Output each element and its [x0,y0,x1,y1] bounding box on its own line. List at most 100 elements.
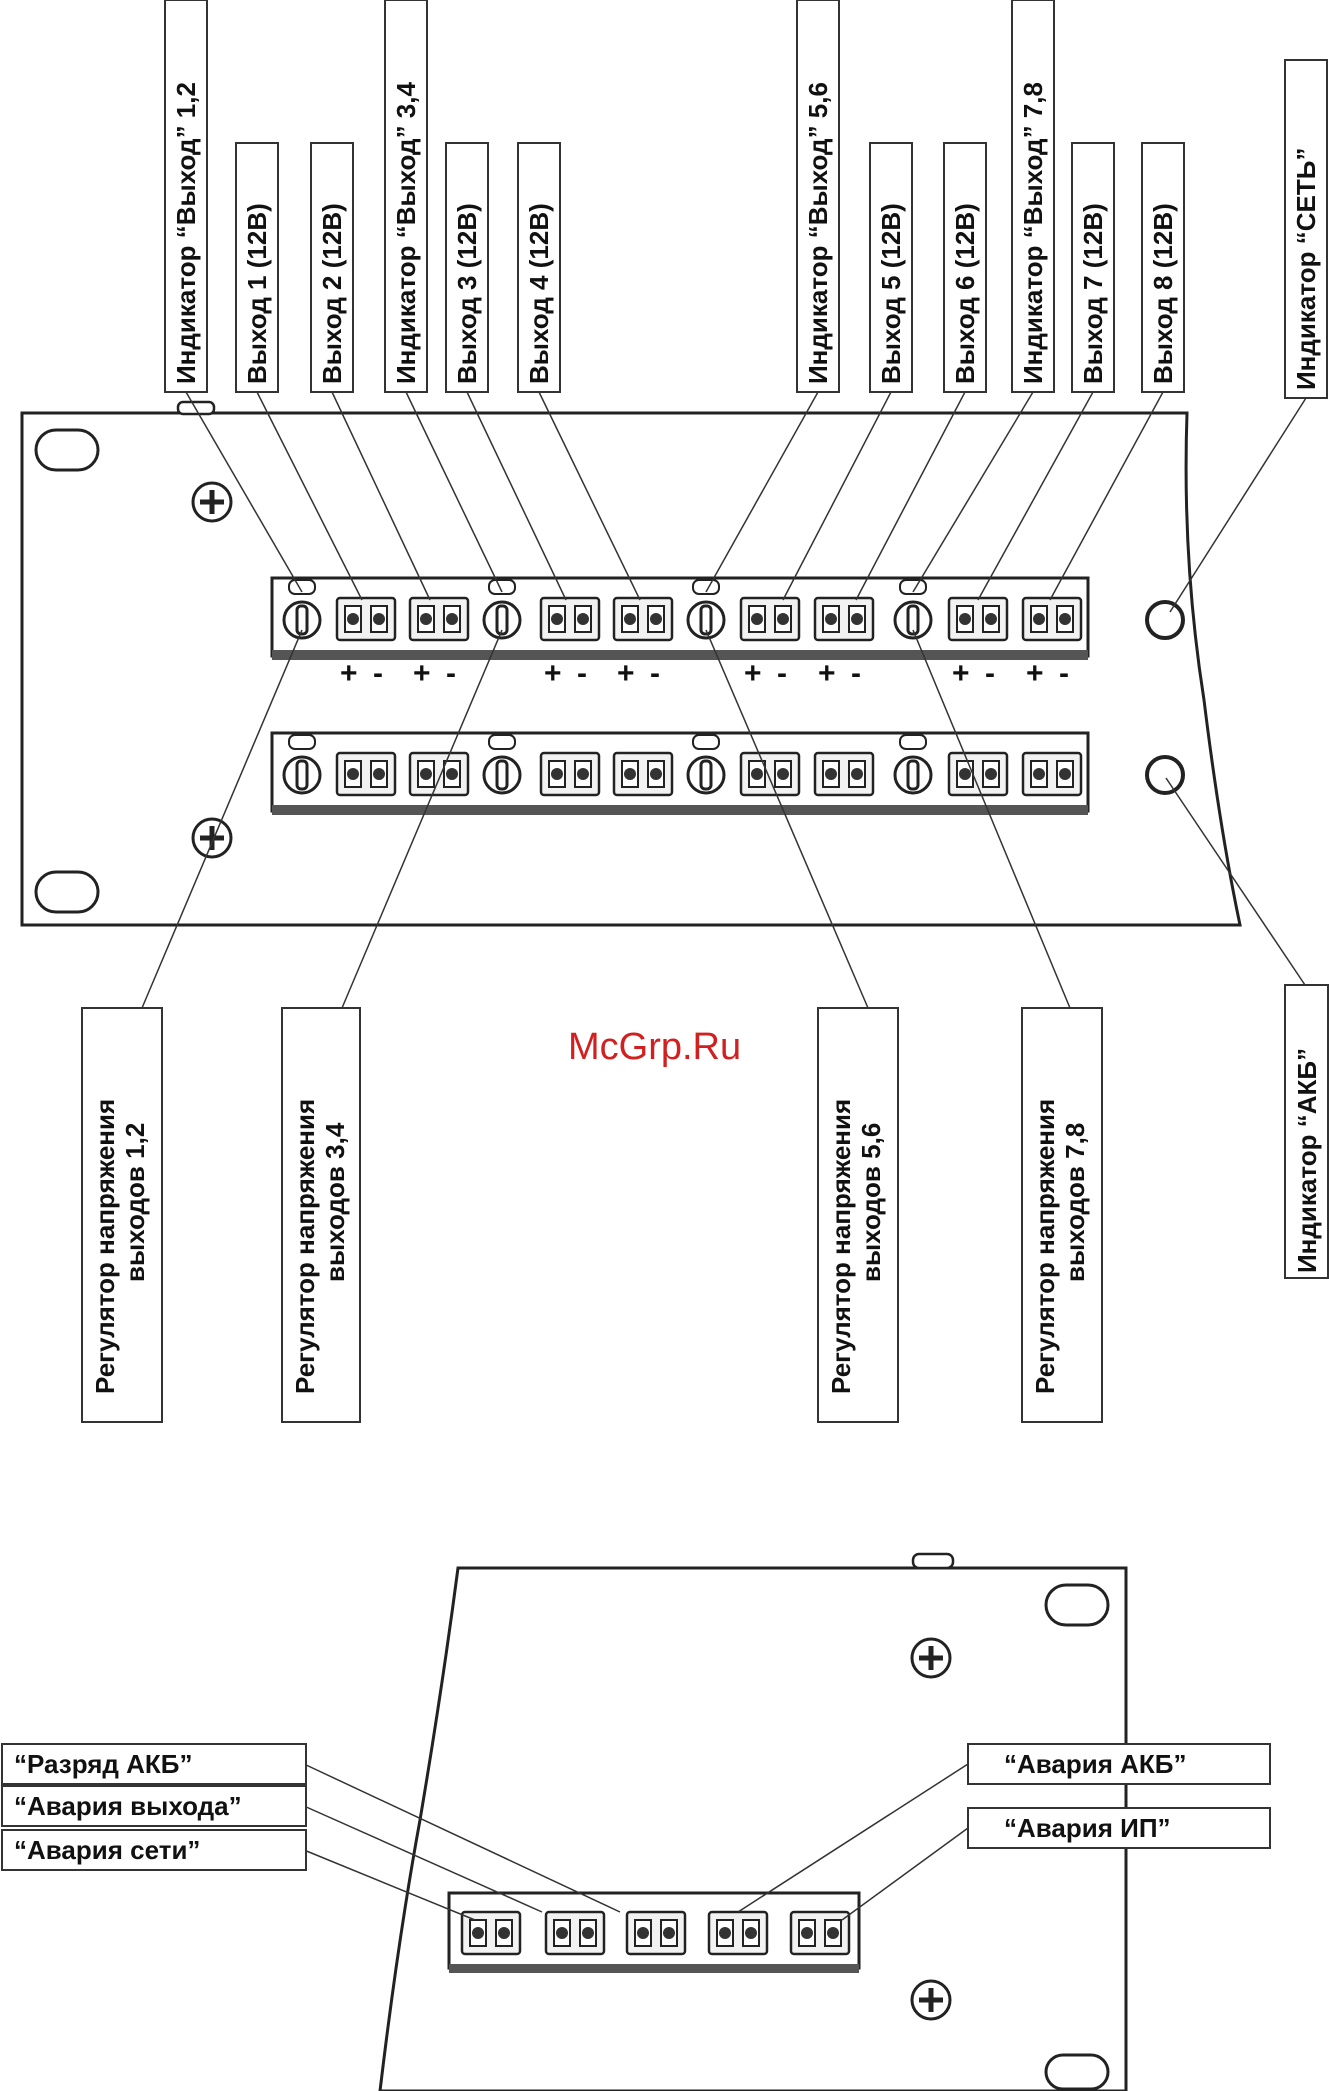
voltage-regulator-knob-icon[interactable] [686,734,726,795]
output-terminal-icon [408,751,470,797]
leader-line [977,391,1094,601]
watermark: McGrp.Ru [568,1026,741,1068]
polarity-marks: +-+-+-+-+-+-+-+- [340,657,1069,690]
panel-screw-icon [191,817,233,859]
output-terminal-icon [335,596,397,642]
mounting-hole [34,428,100,472]
output-terminal-icon [813,596,875,642]
plus-mark: + [818,657,836,690]
output-label: Индикатор “Выход” 5,6 [803,82,833,384]
mounting-hole [34,870,100,914]
leader-line [303,1805,543,1913]
label-box [235,142,279,393]
label-box [967,1743,1271,1785]
alarm-terminal-icon [625,1910,687,1956]
alarm-label: “Авария ИП” [1004,1813,1171,1843]
voltage-regulator-knob-icon[interactable] [686,579,726,640]
regulator-label-line1: Регулятор напряжения [290,1099,320,1394]
output-label: Выход 5 (12В) [876,203,906,384]
output-label: Выход 7 (12В) [1078,203,1108,384]
output-label: Выход 6 (12В) [950,203,980,384]
alarm-terminal-icon [544,1910,606,1956]
output-label: Выход 4 (12В) [524,203,554,384]
output-terminal-icon [335,751,397,797]
output-terminal-icon [612,596,674,642]
plus-mark: + [1026,657,1044,690]
alarm-terminal-strip [447,1891,861,1973]
plus-mark: + [617,657,635,690]
leader-line [737,1763,969,1913]
rear-panel [378,1552,1128,2091]
leader-line [141,629,303,1009]
leader-line [1169,397,1307,613]
alarm-label: “Авария сети” [14,1835,200,1865]
label-box [1011,0,1055,393]
minus-mark: - [373,657,383,690]
leader-line [185,391,303,593]
akb-indicator-callout: Индикатор “АКБ” [1165,777,1329,1279]
output-terminal-icon [739,596,801,642]
regulator-label-line2: выходов 1,2 [120,1123,150,1282]
voltage-regulator-knob-icon[interactable] [893,579,933,640]
network-led-icon [1145,600,1185,640]
plus-mark: + [340,657,358,690]
mounting-hole [1044,2053,1110,2091]
output-terminal-icon [739,751,801,797]
leader-line [405,391,503,593]
panel-screw-icon [910,1637,952,1679]
alarm-terminal-icon [460,1910,522,1956]
leader-line [303,1763,621,1913]
voltage-regulator-knob-icon[interactable] [482,579,522,640]
leader-line [466,391,567,601]
label-box [384,0,428,393]
leader-line [855,391,966,601]
leader-line [705,391,819,593]
leader-line [303,1849,476,1921]
leader-line [256,391,363,601]
terminal-modules [282,579,1083,797]
voltage-regulator-knob-icon[interactable] [482,734,522,795]
output-terminal-icon [947,596,1009,642]
output-label: Выход 8 (12В) [1148,203,1178,384]
leader-line [331,391,431,601]
leader-line [841,1827,969,1921]
leader-line [912,391,1034,593]
alarm-terminal-icon [789,1910,851,1956]
output-label: Выход 3 (12В) [452,203,482,384]
label-box [796,0,840,393]
akb-indicator-label: Индикатор “АКБ” [1292,1048,1322,1273]
label-box [1284,59,1328,399]
leader-line [341,629,503,1009]
label-box [517,142,561,393]
voltage-regulator-knob-icon[interactable] [282,734,322,795]
alarm-labels: “Разряд АКБ”“Авария выхода”“Авария сети”… [1,1743,1271,1921]
minus-mark: - [777,657,787,690]
leader-line [912,629,1071,1009]
front-panel: +-+-+-+-+-+-+-+- [20,400,1242,927]
output-terminal-icon [408,596,470,642]
output-terminal-icon [1021,596,1083,642]
battery-led-icon [1145,755,1185,795]
regulator-label-line1: Регулятор напряжения [90,1099,120,1394]
output-label: Выход 2 (12В) [317,203,347,384]
minus-mark: - [650,657,660,690]
label-box [943,142,987,393]
voltage-regulator-knob-icon[interactable] [893,734,933,795]
label-box [281,1007,361,1423]
panel-screw-icon [910,1979,952,2021]
alarm-label: “Авария АКБ” [1004,1749,1186,1779]
minus-mark: - [851,657,861,690]
top-leaders [185,391,1307,613]
label-box [967,1807,1271,1849]
label-box [310,142,354,393]
output-label: Индикатор “СЕТЬ” [1291,148,1321,390]
leader-line [782,391,892,601]
voltage-regulator-knob-icon[interactable] [282,579,322,640]
output-terminal-icon [813,751,875,797]
output-label: Выход 1 (12В) [242,203,272,384]
plus-mark: + [413,657,431,690]
leader-line [1049,391,1164,601]
plus-mark: + [952,657,970,690]
